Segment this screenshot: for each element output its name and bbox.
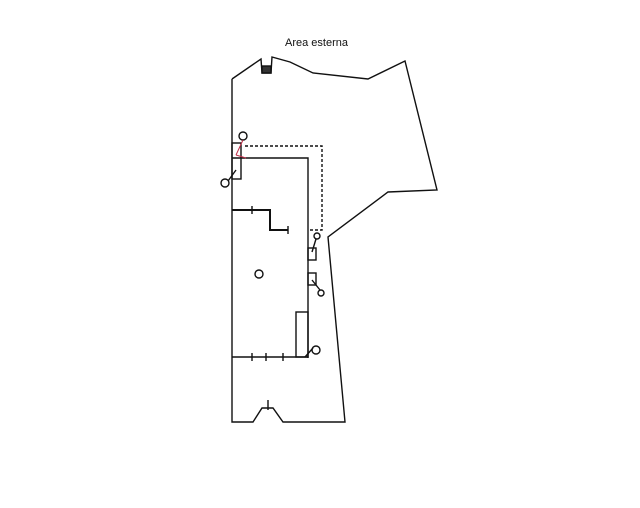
outer-wall: [231, 56, 438, 423]
cabinet: [295, 311, 309, 358]
entrance-box: [231, 142, 242, 180]
marker: [220, 178, 230, 188]
red-marker-line: [235, 139, 244, 156]
marker: [238, 131, 248, 141]
marker: [313, 232, 321, 240]
chimney-box: [261, 65, 272, 74]
room-marker: [254, 269, 264, 279]
loading-dock-dashed: [245, 145, 323, 231]
red-marker-line: [235, 154, 247, 159]
marker: [317, 289, 325, 297]
utility-box-1: [307, 247, 317, 261]
marker: [311, 345, 321, 355]
utility-box-2: [307, 272, 317, 286]
inner-wall-middle: [232, 209, 288, 231]
plan-title: Area esterna: [285, 37, 348, 49]
inner-wall-top: [232, 157, 309, 358]
